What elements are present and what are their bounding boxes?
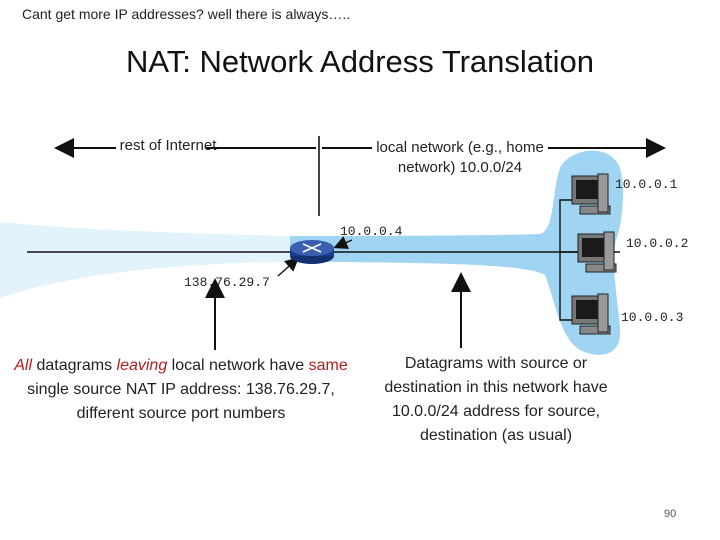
left-caption: All datagrams leaving local network have…: [8, 354, 354, 426]
router-ip-pointer: [333, 236, 353, 249]
host-ip-label-3: 10.0.0.3: [621, 310, 684, 325]
top-note: Cant get more IP addresses? well there i…: [22, 6, 351, 22]
computer-icon: [571, 173, 611, 215]
caption-all: All: [14, 357, 33, 374]
computer-icon: [577, 231, 617, 273]
right-caption: Datagrams with source or destination in …: [384, 355, 608, 444]
internet-band: [0, 222, 290, 298]
computer-icon: [571, 293, 611, 335]
page-number: 90: [664, 508, 677, 520]
host-branch-1: [559, 199, 574, 252]
caption-text-1: datagrams: [32, 357, 117, 374]
caption-text-2: local network have: [167, 357, 309, 374]
public-ip-label: 138.76.29.7: [184, 275, 270, 290]
caption-leaving: leaving: [116, 357, 168, 374]
router-icon: [290, 240, 334, 264]
rest-of-internet-label: rest of Internet: [119, 137, 217, 154]
router-ip-label: 10.0.0.4: [340, 224, 403, 239]
host-branch-3: [559, 252, 574, 321]
local-network-label: local network (e.g., home network) 10.0.…: [376, 139, 544, 176]
public-ip-pointer: [277, 257, 300, 277]
caption-same: same: [308, 357, 348, 374]
host-ip-label-1: 10.0.0.1: [615, 177, 678, 192]
slide-title: NAT: Network Address Translation: [125, 44, 595, 79]
host-ip-label-2: 10.0.0.2: [626, 236, 689, 251]
caption-text-3: single source NAT IP address: 138.76.29.…: [27, 381, 335, 422]
